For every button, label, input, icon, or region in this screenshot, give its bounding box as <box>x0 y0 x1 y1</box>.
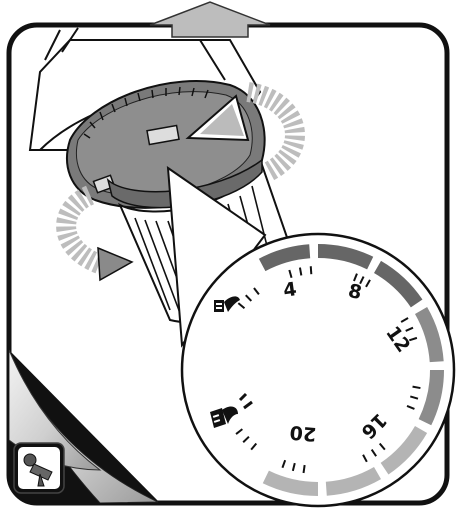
dial-tick <box>311 266 312 274</box>
dial-number-20: 20 <box>289 421 317 445</box>
dial-tick <box>304 465 305 473</box>
dial-face <box>182 234 454 506</box>
torque-dial: 4 8 12 16 20 <box>182 234 454 506</box>
corner-drill-badge <box>14 443 64 493</box>
dial-tick <box>300 268 301 276</box>
dial-tick <box>413 387 421 388</box>
